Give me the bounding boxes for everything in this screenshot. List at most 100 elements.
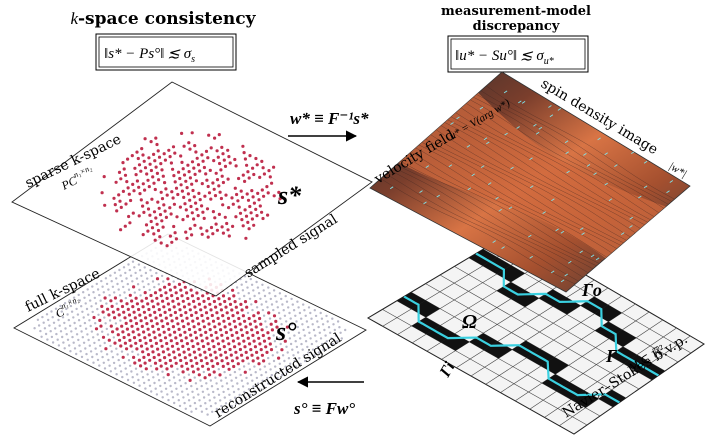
kspace-sample-dot xyxy=(340,337,343,340)
kspace-sample-dot xyxy=(310,317,313,320)
kspace-sample-dot xyxy=(129,344,133,348)
kspace-sample-dot xyxy=(219,308,223,312)
kspace-sample-dot xyxy=(289,317,292,320)
kspace-sample-dot xyxy=(280,323,283,326)
kspace-sample-dot xyxy=(245,356,249,360)
kspace-sample-dot xyxy=(219,328,223,332)
velocity-vector xyxy=(590,254,595,258)
kspace-sample-dot xyxy=(319,311,322,315)
kspace-sample-dot xyxy=(73,347,77,350)
kspace-sample-dot xyxy=(235,331,239,335)
kspace-sample-dot xyxy=(45,313,49,316)
kspace-sample-dot xyxy=(273,340,277,343)
kspace-sample-dot xyxy=(222,319,226,323)
kspace-sample-dot xyxy=(70,310,74,313)
kspace-sample-dot xyxy=(241,173,245,177)
kspace-sample-dot xyxy=(255,163,259,167)
kspace-sample-dot xyxy=(113,341,117,345)
kspace-sample-dot xyxy=(169,384,172,388)
kspace-sample-dot xyxy=(276,306,279,309)
kspace-sample-dot xyxy=(137,214,141,218)
kspace-sample-dot xyxy=(219,399,222,402)
kspace-sample-dot xyxy=(261,216,265,221)
kspace-sample-dot xyxy=(168,206,172,210)
kspace-sample-dot xyxy=(197,322,201,326)
kspace-sample-dot xyxy=(77,338,80,342)
kspace-sample-dot xyxy=(267,286,270,289)
kspace-sample-dot xyxy=(39,329,42,333)
kspace-sample-dot xyxy=(193,376,196,379)
kspace-sample-dot xyxy=(151,350,155,354)
kspace-sample-dot xyxy=(122,310,126,314)
velocity-vector xyxy=(510,166,514,170)
kspace-sample-dot xyxy=(160,344,164,348)
kspace-sample-dot xyxy=(193,330,197,334)
kspace-sample-dot xyxy=(223,350,228,354)
kspace-sample-dot xyxy=(171,145,176,149)
kspace-sample-dot xyxy=(110,350,113,353)
kspace-sample-dot xyxy=(244,396,247,399)
kspace-sample-dot xyxy=(153,310,157,314)
kspace-sample-dot xyxy=(274,294,277,298)
kspace-sample-dot xyxy=(138,288,141,291)
velocity-vector xyxy=(583,153,587,156)
kspace-sample-dot xyxy=(155,171,159,175)
kspace-sample-dot xyxy=(227,297,231,301)
kspace-sample-dot xyxy=(224,305,228,309)
kspace-sample-dot xyxy=(260,159,264,163)
kspace-sample-dot xyxy=(246,311,250,315)
kspace-sample-dot xyxy=(317,351,321,354)
kspace-sample-dot xyxy=(246,198,251,202)
kspace-sample-dot xyxy=(197,302,201,306)
kspace-sample-dot xyxy=(225,356,229,360)
kspace-sample-dot xyxy=(272,359,276,363)
kspace-sample-dot xyxy=(261,166,265,170)
kspace-sample-dot xyxy=(150,274,153,278)
kspace-sample-dot xyxy=(277,356,281,360)
velocity-vector xyxy=(586,164,591,167)
kspace-sample-dot xyxy=(185,186,189,190)
kspace-sample-dot xyxy=(206,413,209,416)
kspace-sample-dot xyxy=(97,338,101,342)
inverse-transform: s° ≡ Fw° xyxy=(293,376,364,418)
kspace-sample-dot xyxy=(201,294,205,298)
kspace-sample-dot xyxy=(101,355,104,359)
kspace-sample-dot xyxy=(196,214,200,218)
kspace-sample-dot xyxy=(276,376,279,380)
kspace-sample-dot xyxy=(258,316,262,321)
kspace-sample-dot xyxy=(262,314,266,317)
kspace-sample-dot xyxy=(260,303,263,306)
kspace-sample-dot xyxy=(162,203,166,207)
kspace-sample-dot xyxy=(303,359,307,363)
kspace-sample-dot xyxy=(137,307,141,312)
kspace-sample-dot xyxy=(234,215,238,219)
kspace-sample-dot xyxy=(80,330,83,333)
kspace-sample-dot xyxy=(87,313,90,316)
kspace-sample-dot xyxy=(198,169,202,173)
kspace-sample-dot xyxy=(198,353,202,357)
kspace-sample-dot xyxy=(138,384,141,387)
kspace-sample-dot xyxy=(254,371,257,374)
kspace-sample-dot xyxy=(162,152,166,156)
kspace-sample-dot xyxy=(105,353,109,356)
kspace-sample-dot xyxy=(151,305,156,309)
kspace-sample-dot xyxy=(178,176,182,181)
kspace-sample-dot xyxy=(137,263,141,266)
kspace-sample-dot xyxy=(56,338,59,341)
kspace-sample-dot xyxy=(305,320,309,323)
kspace-sample-dot xyxy=(296,300,299,303)
velocity-vector xyxy=(498,208,502,212)
kspace-sample-dot xyxy=(168,234,172,238)
kspace-sample-dot xyxy=(187,327,192,332)
kspace-sample-dot xyxy=(243,294,246,298)
kspace-sample-dot xyxy=(127,359,131,362)
kspace-sample-dot xyxy=(229,328,233,332)
kspace-sample-dot xyxy=(241,314,245,318)
kspace-sample-dot xyxy=(206,387,209,391)
velocity-vector xyxy=(560,230,565,234)
kspace-sample-dot xyxy=(214,222,218,226)
kspace-sample-dot xyxy=(164,316,168,320)
kspace-sample-dot xyxy=(174,361,178,365)
kspace-sample-dot xyxy=(92,361,95,364)
kspace-sample-dot xyxy=(235,286,239,289)
